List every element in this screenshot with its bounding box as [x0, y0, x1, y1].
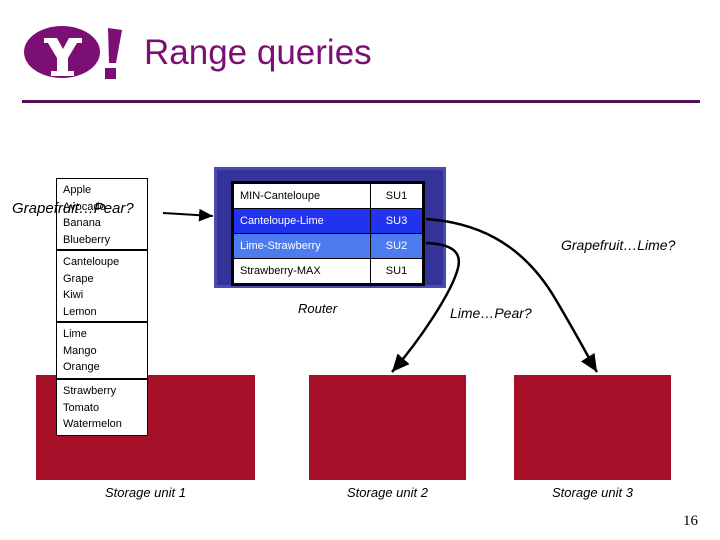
fruit-item: Canteloupe — [63, 256, 120, 268]
table-row: Canteloupe-Lime SU3 — [233, 208, 423, 234]
fruit-item: Avocado — [63, 200, 106, 213]
row-unit: SU2 — [370, 233, 423, 259]
fruit-box-2: Canteloupe Grape Kiwi Lemon — [56, 250, 148, 322]
query-label-grapefruit-pear: Grapefruit…Pear? — [12, 200, 134, 217]
router-routing-table: MIN-Canteloupe SU1 Canteloupe-Lime SU3 L… — [231, 181, 425, 286]
fruit-box-4: Strawberry Tomato Watermelon — [56, 379, 148, 436]
yahoo-logo-icon — [24, 26, 122, 79]
row-range: Lime-Strawberry — [233, 233, 371, 259]
fruit-item: Kiwi — [63, 289, 84, 301]
row-unit: SU3 — [370, 208, 423, 234]
row-range: Canteloupe-Lime — [233, 208, 371, 234]
storage-unit-2-label: Storage unit 2 — [347, 485, 428, 500]
page-title: Range queries — [144, 33, 372, 72]
fruit-item: Mango — [63, 344, 97, 357]
fruit-item: Tomato — [63, 401, 100, 414]
storage-unit-3-label: Storage unit 3 — [552, 485, 633, 500]
table-row: MIN-Canteloupe SU1 — [233, 183, 423, 209]
query-label-grapefruit-lime: Grapefruit…Lime? — [561, 237, 676, 253]
query-in-arrow — [162, 208, 214, 222]
row-range: Strawberry-MAX — [233, 258, 371, 284]
fruit-item: Orange — [63, 361, 100, 373]
table-row: Lime-Strawberry SU2 — [233, 233, 423, 259]
fruit-item: Blueberry — [63, 233, 111, 246]
storage-unit-2-box — [309, 375, 466, 480]
router-label: Router — [298, 301, 338, 316]
fruit-box-1: Apple Avocado Banana Blueberry — [56, 178, 148, 250]
table-row: Strawberry-MAX SU1 — [233, 258, 423, 284]
fruit-box-3: Lime Mango Orange — [56, 322, 148, 379]
fruit-item: Lime — [63, 328, 87, 340]
fruit-item: Grape — [63, 272, 94, 285]
title-divider — [22, 100, 700, 103]
row-range: MIN-Canteloupe — [233, 183, 371, 209]
row-unit: SU1 — [370, 183, 423, 209]
fruit-item: Watermelon — [63, 418, 122, 430]
storage-unit-1-label: Storage unit 1 — [105, 485, 186, 500]
fruit-item: Lemon — [63, 305, 97, 318]
storage-unit-3-box — [514, 375, 671, 480]
query-label-lime-pear: Lime…Pear? — [450, 305, 532, 321]
fruit-item: Strawberry — [63, 385, 117, 397]
page-number: 16 — [683, 513, 698, 529]
fruit-item: Banana — [63, 217, 101, 229]
row-unit: SU1 — [370, 258, 423, 284]
fruit-item: Apple — [63, 184, 92, 196]
